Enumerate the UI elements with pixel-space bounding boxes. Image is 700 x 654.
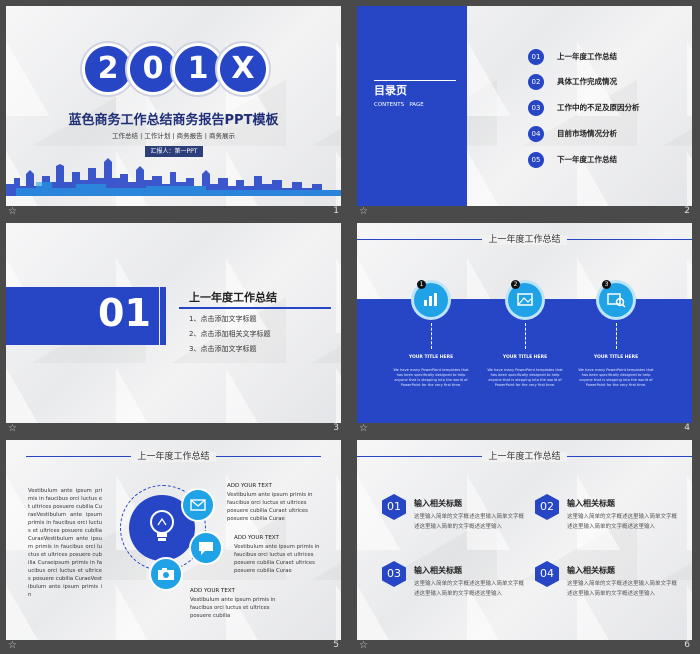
star-icon[interactable]: ☆ [359,640,368,651]
block-body: Vestibulum ante ipsum primis in faucibus… [190,597,276,619]
slide-number: 4 [684,423,690,433]
star-icon[interactable]: ☆ [359,423,368,434]
presentation-subtitle: 工作总结 | 工作计划 | 商务报告 | 商务展示 [112,132,235,140]
section-point: 2、点击添加相关文字标题 [189,330,271,338]
card-title: YOUR TITLE HERE [593,355,639,360]
hex-number: 02 [535,494,559,520]
city-skyline-graphic [6,158,341,196]
slide-5-canvas: 上一年度工作总结 Vestibulum ante ipsum primis in… [6,440,341,640]
toc-title: 目录页 [374,84,407,97]
slide-6-canvas: 上一年度工作总结 01 输入相关标题 这里输入简单的文字概述这里输入简单文字概述… [357,440,692,640]
slide-3-canvas: 01 上一年度工作总结 1、点击添加文字标题 2、点击添加相关文字标题 3、点击… [6,223,341,423]
slide-number: 1 [333,206,339,216]
mail-icon [181,488,215,522]
chart-icon [414,283,448,317]
item-title: 输入相关标题 [414,499,462,508]
card-body: We have many PowerPoint templates that h… [487,368,563,387]
card-body: We have many PowerPoint templates that h… [578,368,654,387]
slide-header: 上一年度工作总结 [131,452,216,462]
star-icon[interactable]: ☆ [359,206,368,217]
blue-band [357,299,692,423]
slide-thumbnail-6[interactable]: 上一年度工作总结 01 输入相关标题 这里输入简单的文字概述这里输入简单文字概述… [357,440,692,651]
slide-thumbnail-5[interactable]: 上一年度工作总结 Vestibulum ante ipsum primis in… [6,440,341,651]
camera-icon [149,557,183,591]
section-point: 3、点击添加文字标题 [189,345,257,353]
hex-number: 01 [382,494,406,520]
star-icon[interactable]: ☆ [8,206,17,217]
card-title: YOUR TITLE HERE [408,355,454,360]
slide-4-canvas: 上一年度工作总结 1 2 3 YOUR TITLE HERE YOUR TITL… [357,223,692,423]
section-title: 上一年度工作总结 [189,291,277,304]
slide-number: 6 [684,640,690,650]
item-body: 这里输入简单的文字概述这里输入简单文字概述这里输入简单的文字概述这里输入 [567,581,678,597]
item-title: 输入相关标题 [567,499,615,508]
hex-number: 04 [535,561,559,587]
chat-icon [189,531,223,565]
slide-thumbnail-4[interactable]: 上一年度工作总结 1 2 3 YOUR TITLE HERE YOUR TITL… [357,223,692,434]
block-title: ADD YOUR TEXT [227,483,272,489]
slide-number: 2 [684,206,690,216]
block-body: Vestibulum ante ipsum primis in faucibus… [227,492,313,522]
block-body: Vestibulum ante ipsum primis in faucibus… [234,544,320,574]
hex-number: 03 [382,561,406,587]
slide-1-canvas: 2 0 1 X 蓝色商务工作总结商务报告PPT模板 工作总结 | 工作计划 | … [6,6,341,206]
slide-number: 5 [333,640,339,650]
card-title: YOUR TITLE HERE [502,355,548,360]
slide-thumbnail-3[interactable]: 01 上一年度工作总结 1、点击添加文字标题 2、点击添加相关文字标题 3、点击… [6,223,341,434]
slide-header: 上一年度工作总结 [482,235,567,245]
section-number: 01 [98,291,151,335]
star-icon[interactable]: ☆ [8,423,17,434]
left-body-text: Vestibulum ante ipsum primis in faucibus… [28,488,102,598]
presentation-title: 蓝色商务工作总结商务报告PPT模板 [68,113,279,128]
toc-divider [374,80,456,81]
slide-thumbnail-1[interactable]: 2 0 1 X 蓝色商务工作总结商务报告PPT模板 工作总结 | 工作计划 | … [6,6,341,217]
year-badge-digit: 1 [175,46,221,92]
year-badge-digit: 0 [130,46,176,92]
item-title: 输入相关标题 [414,566,462,575]
slide-2-canvas: 目录页 CONTENTS PAGE [357,6,692,206]
item-body: 这里输入简单的文字概述这里输入简单文字概述这里输入简单的文字概述这里输入 [414,514,525,530]
image-icon [508,283,542,317]
slide-header: 上一年度工作总结 [482,452,567,462]
item-title: 输入相关标题 [567,566,615,575]
reporter-label: 汇报人：第一PPT [145,146,203,157]
section-point: 1、点击添加文字标题 [189,315,257,323]
year-badge-digit: X [220,46,266,92]
star-icon[interactable]: ☆ [8,640,17,651]
item-body: 这里输入简单的文字概述这里输入简单文字概述这里输入简单的文字概述这里输入 [567,514,678,530]
section-number-banner [6,287,159,345]
year-badge-digit: 2 [85,46,131,92]
block-title: ADD YOUR TEXT [190,588,235,594]
toc-subtitle: CONTENTS PAGE [374,102,424,108]
slide-thumbnail-2[interactable]: 目录页 CONTENTS PAGE ☆ 2 [357,6,692,217]
item-body: 这里输入简单的文字概述这里输入简单文字概述这里输入简单的文字概述这里输入 [414,581,525,597]
slide-number: 3 [333,423,339,433]
block-title: ADD YOUR TEXT [234,535,279,541]
card-body: We have many PowerPoint templates that h… [393,368,469,387]
toc-blue-panel [357,6,467,206]
